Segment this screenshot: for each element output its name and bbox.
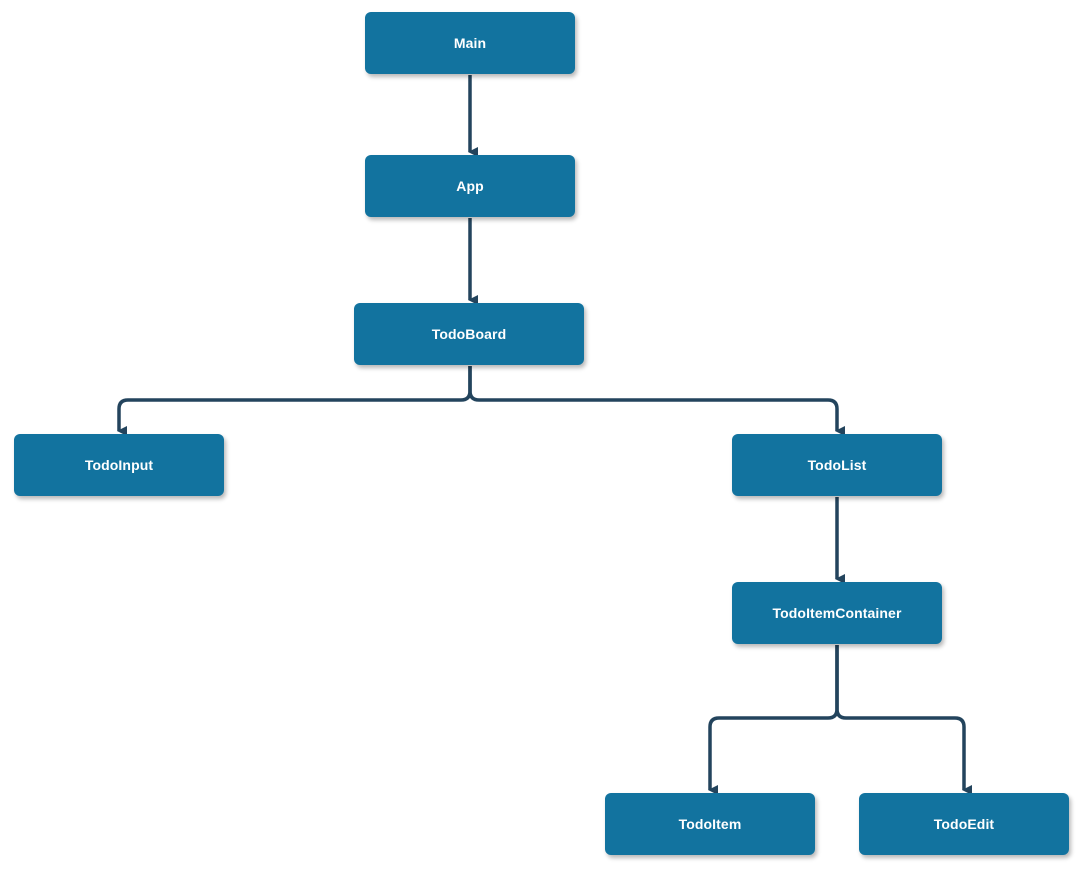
edge-todoboard-to-todoinput	[117, 366, 472, 436]
edge-todoitemcontainer-to-todoitem	[708, 645, 839, 795]
node-todoinput-label: TodoInput	[84, 457, 154, 473]
node-todoboard-label: TodoBoard	[431, 326, 507, 342]
node-todoedit-label: TodoEdit	[933, 816, 995, 832]
node-todoinput[interactable]: TodoInput	[14, 434, 224, 496]
node-todoitemcontainer[interactable]: TodoItemContainer	[732, 582, 942, 644]
node-todoitemcontainer-label: TodoItemContainer	[772, 605, 902, 621]
node-app[interactable]: App	[365, 155, 575, 217]
node-todoitem-label: TodoItem	[678, 816, 742, 832]
node-todoedit[interactable]: TodoEdit	[859, 793, 1069, 855]
node-main-label: Main	[453, 35, 487, 51]
edge-todoitemcontainer-to-todoedit	[835, 645, 972, 795]
node-main[interactable]: Main	[365, 12, 575, 74]
node-todoitem[interactable]: TodoItem	[605, 793, 815, 855]
node-app-label: App	[456, 178, 484, 194]
edge-todoboard-to-todolist	[468, 366, 845, 436]
node-todolist-label: TodoList	[807, 457, 867, 473]
node-todoboard[interactable]: TodoBoard	[354, 303, 584, 365]
node-todolist[interactable]: TodoList	[732, 434, 942, 496]
